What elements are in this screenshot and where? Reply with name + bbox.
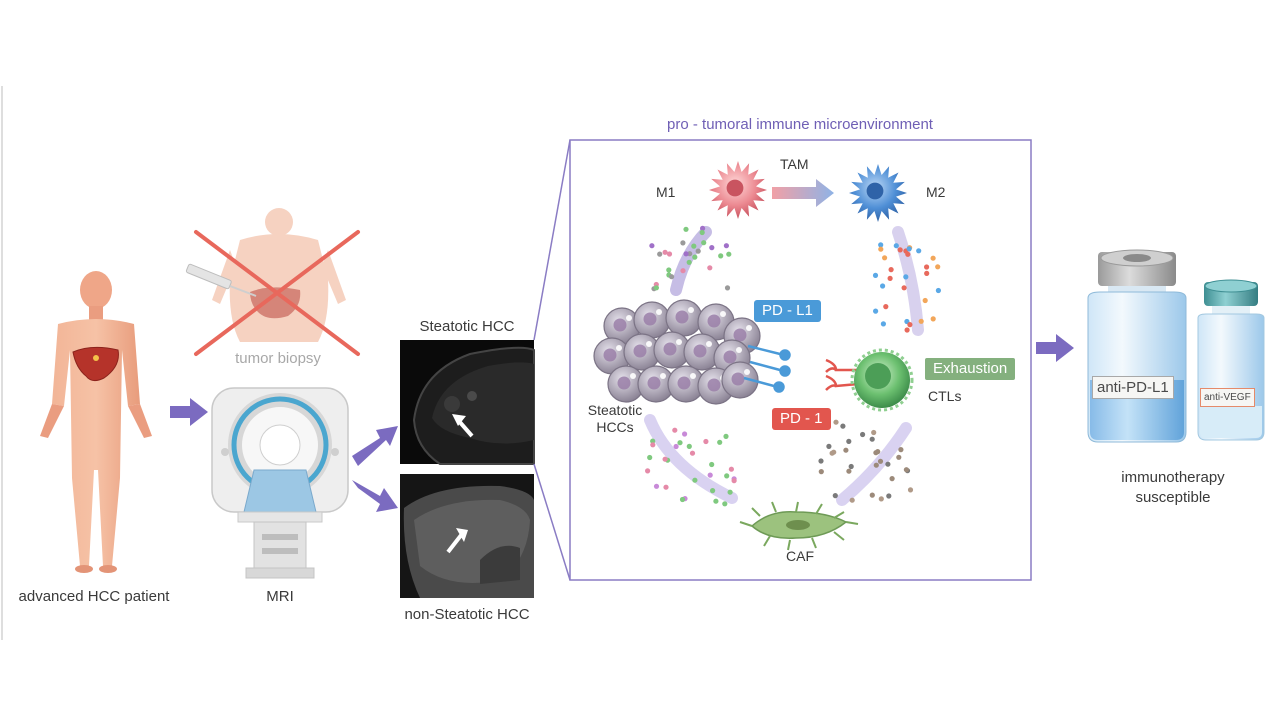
mri-label: MRI: [266, 588, 294, 605]
tam-label: TAM: [780, 156, 809, 172]
mri-scanner-icon: [211, 387, 349, 579]
cross-icon: [194, 230, 360, 356]
pd-l1-receptor-icon: [743, 344, 791, 393]
zoom-line-bottom: [533, 463, 571, 581]
m1-label: M1: [656, 184, 676, 200]
arrow-mri-to-non-steatotic: [352, 480, 398, 512]
pd-1-badge: PD - 1: [772, 408, 831, 430]
pd-1-receptor-icon: [825, 358, 859, 391]
steatotic-hccs-label: Steatotic HCCs: [580, 402, 650, 436]
biopsy-needle-icon: [185, 263, 257, 297]
arrow-patient-to-mri: [170, 398, 208, 426]
mri-image-non-steatotic: [400, 474, 534, 598]
non-steatotic-hcc-label: non-Steatotic HCC: [404, 606, 530, 623]
patient-label: advanced HCC patient: [18, 588, 170, 605]
steatotic-hccs-line2: HCCs: [596, 418, 634, 435]
m1-macrophage-icon: [709, 161, 767, 219]
ctls-label: CTLs: [928, 388, 962, 404]
caf-label: CAF: [786, 548, 814, 564]
immunotherapy-label: immunotherapy susceptible: [1088, 468, 1258, 508]
zoom-line-top: [533, 139, 571, 341]
human-body-icon: [40, 271, 152, 573]
steatotic-hcc-cluster-icon: [593, 299, 761, 405]
mri-image-steatotic: [400, 340, 535, 465]
ctl-cell-icon: [850, 348, 914, 412]
anti-vegf-label: anti-VEGF: [1200, 388, 1255, 407]
biopsy-torso-icon: [212, 208, 346, 342]
panel-title: pro - tumoral immune microenvironment: [667, 116, 933, 133]
tumor-biopsy-label: tumor biopsy: [235, 350, 321, 367]
cycle-flow-arrows: [644, 226, 924, 506]
steatotic-hcc-label: Steatotic HCC: [419, 318, 515, 335]
m2-label: M2: [926, 184, 946, 200]
cytokine-dots: [645, 225, 942, 507]
m2-macrophage-icon: [849, 164, 907, 222]
steatotic-hccs-line1: Steatotic: [587, 402, 643, 418]
pd-l1-badge: PD - L1: [754, 300, 821, 322]
arrow-panel-to-vials: [1036, 334, 1074, 362]
immunotherapy-line2: susceptible: [1135, 489, 1211, 506]
exhaustion-badge: Exhaustion: [925, 358, 1016, 380]
caf-fibroblast-icon: [739, 501, 859, 551]
arrow-mri-to-steatotic: [352, 426, 398, 466]
liver-icon: [72, 346, 119, 382]
vial-icon: [1087, 249, 1265, 443]
tam-arrow: [772, 179, 834, 207]
anti-pd-l1-label: anti-PD-L1: [1092, 376, 1174, 399]
immunotherapy-line1: immunotherapy: [1121, 469, 1225, 486]
